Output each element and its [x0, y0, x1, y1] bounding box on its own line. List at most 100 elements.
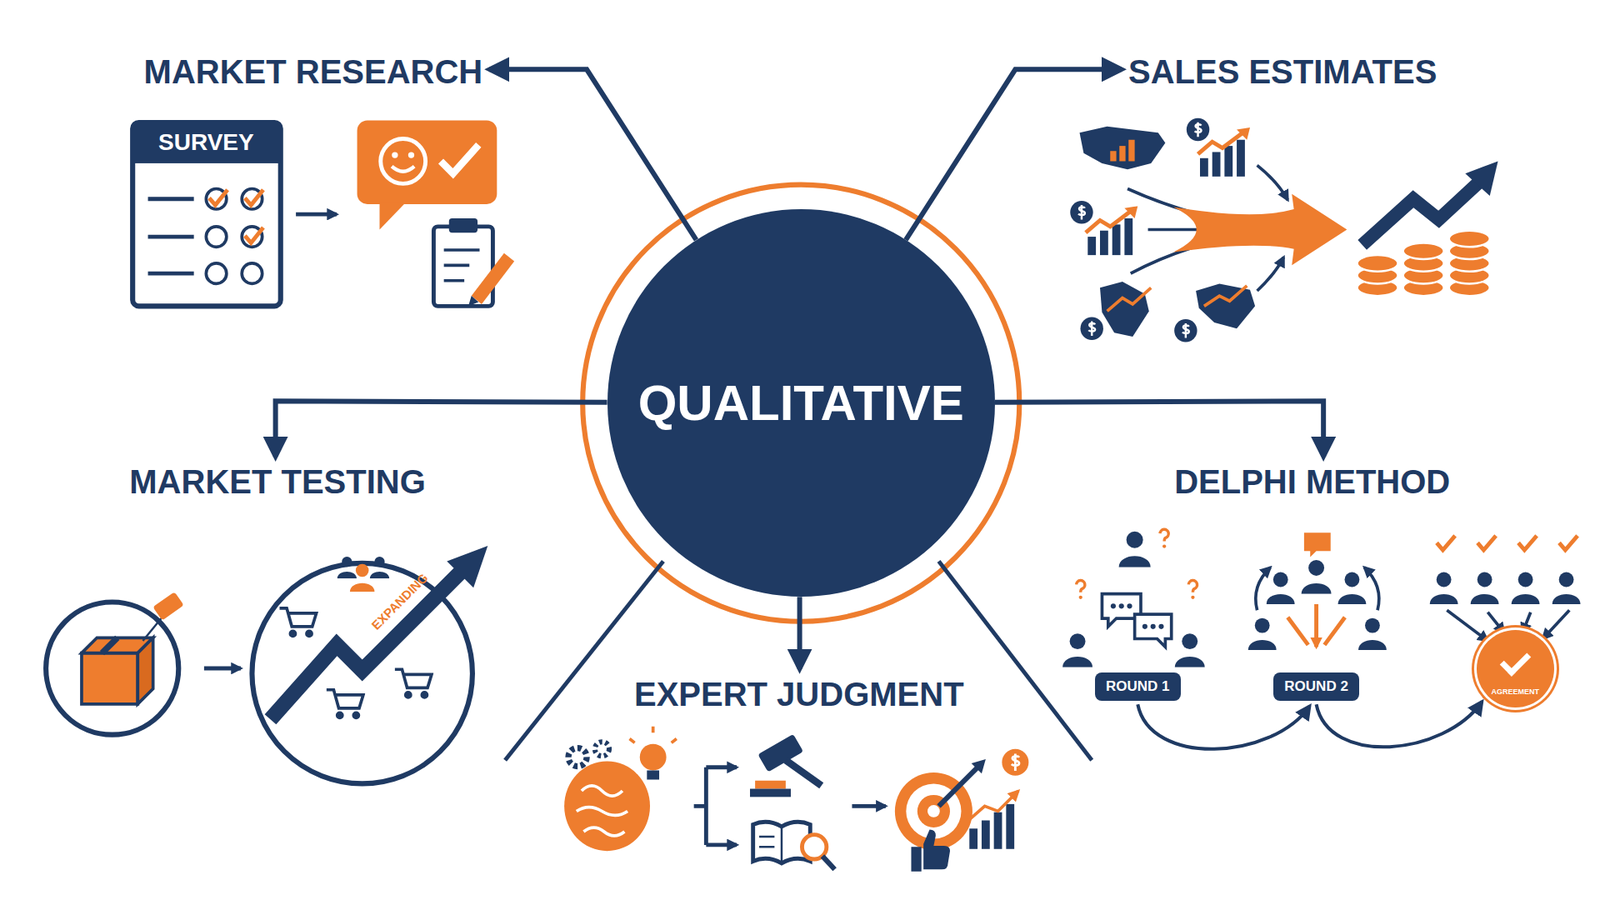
topic-ring-part	[939, 560, 1093, 760]
delphi-illustration-part-part	[1477, 535, 1496, 550]
connector-arrow	[905, 69, 1122, 240]
delphi-illustration-part	[1358, 618, 1387, 650]
sales-illustration	[1070, 118, 1498, 343]
survey-illustration-part-part	[245, 190, 264, 205]
expert-illustration-part	[705, 842, 737, 847]
delphi-illustration-part-part	[1559, 535, 1578, 550]
survey-illustration-part	[391, 151, 398, 158]
testing-illustration-part	[152, 591, 184, 620]
expert-illustration-part	[595, 741, 610, 756]
node-text: DELPHI METHOD	[1050, 461, 1574, 502]
connector-arrow	[995, 400, 1324, 457]
method-heading: MARKET RESEARCH	[144, 51, 484, 92]
sales-illustration-part	[1195, 283, 1255, 329]
survey-illustration-part	[408, 151, 415, 158]
sales-illustration-part	[1128, 140, 1135, 162]
testing-illustration-part	[45, 601, 179, 735]
delphi-illustration-part	[1552, 572, 1581, 605]
expert-illustration-part	[630, 726, 677, 744]
expert-illustration-part	[785, 760, 822, 786]
survey-illustration-part	[380, 139, 426, 185]
delphi-illustration-part-part	[1518, 535, 1537, 550]
sales-illustration-part	[1080, 126, 1166, 170]
topic-circle: QUALITATIVE	[607, 209, 995, 597]
delphi-illustration-part	[1126, 603, 1132, 609]
method-heading: MARKET TESTING	[129, 461, 426, 502]
survey-illustration-part	[357, 120, 498, 204]
survey-illustration-part	[468, 295, 479, 306]
delphi-illustration-part	[1158, 624, 1164, 630]
testing-illustration-part	[137, 637, 153, 705]
testing-illustration-part	[446, 545, 488, 588]
sales-illustration-part	[1257, 257, 1285, 291]
survey-illustration-part	[471, 253, 515, 305]
connector-arrow	[1316, 701, 1483, 747]
survey-illustration-part	[380, 201, 407, 230]
delphi-illustration-part	[1188, 580, 1197, 600]
expert-illustration-part	[967, 790, 1019, 822]
testing-illustration-part	[204, 666, 241, 671]
sales-illustration-part	[1070, 200, 1093, 224]
survey-illustration-part-part	[205, 263, 226, 284]
delphi-illustration-part	[1470, 572, 1500, 605]
sales-illustration-part	[1110, 150, 1116, 161]
delphi-illustration-part-part	[1522, 612, 1531, 633]
testing-illustration-part	[326, 690, 364, 719]
node-text: EXPERT JUDGMENT	[634, 674, 965, 715]
expert-illustration	[564, 726, 1029, 872]
survey-illustration-part	[444, 250, 480, 281]
delphi-illustration-part	[1364, 567, 1380, 610]
sales-illustration-part	[1107, 287, 1152, 311]
expert-illustration-part	[994, 812, 1003, 850]
expert-illustration-part	[801, 835, 826, 860]
testing-illustration-part	[280, 608, 317, 637]
method-section: DELPHI METHODROUND 1ROUND 2AGREEMENT	[1050, 461, 1574, 776]
delphi-illustration-part	[1430, 572, 1459, 605]
expert-illustration-part	[640, 744, 667, 771]
node-text: ROUND 1	[1105, 678, 1170, 695]
delphi-illustration-part	[1511, 572, 1540, 605]
testing-illustration-part	[81, 653, 138, 705]
expert-illustration-part	[910, 830, 950, 872]
connector-arrow	[489, 69, 696, 240]
testing-illustration-part	[337, 556, 357, 579]
node-text: MARKET RESEARCH	[144, 51, 484, 92]
delphi-illustration-part	[1436, 535, 1578, 550]
expert-illustration-part	[851, 804, 885, 809]
testing-illustration-part	[101, 637, 117, 653]
check-mark	[1500, 645, 1531, 677]
delphi-illustration-part	[1135, 614, 1172, 647]
topic-ring-part	[582, 185, 1020, 622]
survey-illustration-part	[132, 122, 281, 164]
expert-illustration-part	[694, 767, 707, 845]
method-heading: EXPERT JUDGMENT	[634, 674, 965, 715]
sales-illustration-part	[1174, 319, 1197, 342]
testing-illustration-part	[142, 618, 161, 641]
testing-illustration-part	[251, 563, 472, 784]
expert-illustration-part	[755, 780, 786, 790]
delphi-illustration-part	[1304, 532, 1331, 557]
delphi-illustration-part	[1266, 572, 1295, 605]
node-text: SALES ESTIMATES	[1128, 51, 1437, 92]
testing-illustration-part	[395, 669, 432, 698]
node-text: MARKET TESTING	[129, 461, 426, 502]
delphi-illustration-part	[1119, 531, 1151, 568]
delphi-illustration-part	[1255, 567, 1271, 610]
sales-illustration-part	[1357, 230, 1490, 296]
delphi-illustration-part	[1076, 580, 1085, 600]
node-text: AGREEMENT	[1476, 687, 1555, 697]
survey-illustration-part	[440, 145, 479, 174]
delphi-illustration-part	[1110, 603, 1116, 609]
survey-illustration-part	[209, 190, 264, 244]
expert-illustration-part	[1005, 804, 1015, 850]
topic-ring-part	[505, 560, 664, 760]
survey-illustration-part	[132, 122, 281, 306]
delphi-illustration-part-part	[1542, 610, 1570, 639]
expert-illustration-part	[750, 789, 791, 798]
sales-illustration-part-part	[1403, 242, 1445, 260]
survey-header: SURVEY	[158, 130, 255, 156]
survey-illustration-part	[449, 218, 478, 233]
expert-illustration-part	[981, 820, 990, 849]
delphi-illustration-part	[1301, 560, 1332, 595]
